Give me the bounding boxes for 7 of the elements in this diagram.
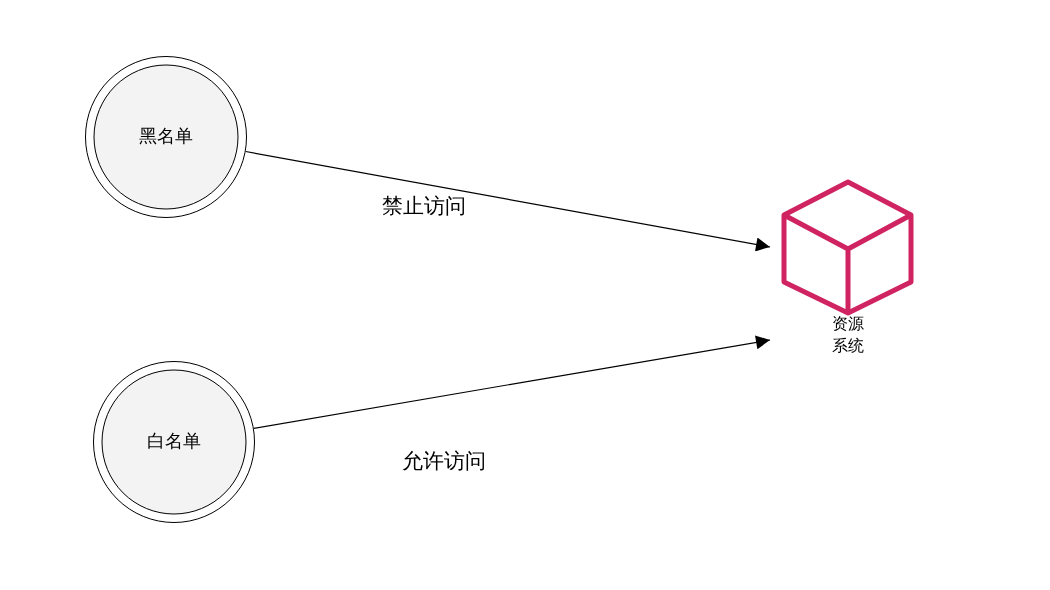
arrow [245, 150, 771, 252]
node-label: 白名单 [147, 429, 201, 453]
arrow [253, 335, 771, 429]
edge-label: 允许访问 [402, 448, 486, 475]
node-label: 资源系统 [830, 314, 865, 356]
node-label: 黑名单 [139, 124, 193, 148]
edge-label: 禁止访问 [382, 193, 466, 220]
